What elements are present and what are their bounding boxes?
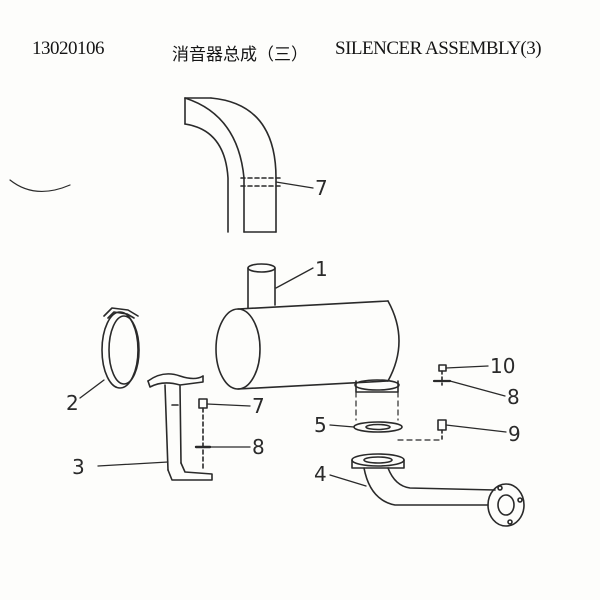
callout-8-lower: 8 — [252, 435, 265, 459]
part-5-gasket — [353, 421, 403, 433]
title-chinese: 消音器总成（三） — [172, 45, 308, 65]
callout-9: 9 — [508, 422, 521, 446]
callout-7: 7 — [252, 394, 265, 418]
callout-10: 10 — [490, 354, 515, 378]
leader-lines — [79, 181, 507, 487]
scan-mark — [9, 179, 71, 193]
part-7-bolt — [198, 398, 208, 471]
part-3-bracket — [147, 373, 213, 481]
callout-3: 3 — [72, 455, 85, 479]
part-number: 13020106 — [32, 38, 105, 59]
part-2-clamp — [101, 307, 140, 389]
callout-2: 2 — [66, 391, 79, 415]
title-english: SILENCER ASSEMBLY(3) — [335, 38, 542, 59]
part-6-elbow-pipe — [184, 97, 281, 233]
callout-8-upper: 8 — [507, 385, 520, 409]
part-9-nut — [437, 419, 447, 441]
callout-6: 7 — [315, 176, 328, 200]
part-4-exhaust-pipe — [351, 453, 525, 527]
part-1-silencer — [215, 263, 400, 393]
assembly-line — [355, 391, 399, 421]
callout-4: 4 — [314, 462, 327, 486]
title-row: 13020106 消音器总成（三） SILENCER ASSEMBLY(3) — [0, 0, 600, 80]
callout-1: 1 — [315, 257, 328, 281]
callout-5: 5 — [314, 413, 327, 437]
